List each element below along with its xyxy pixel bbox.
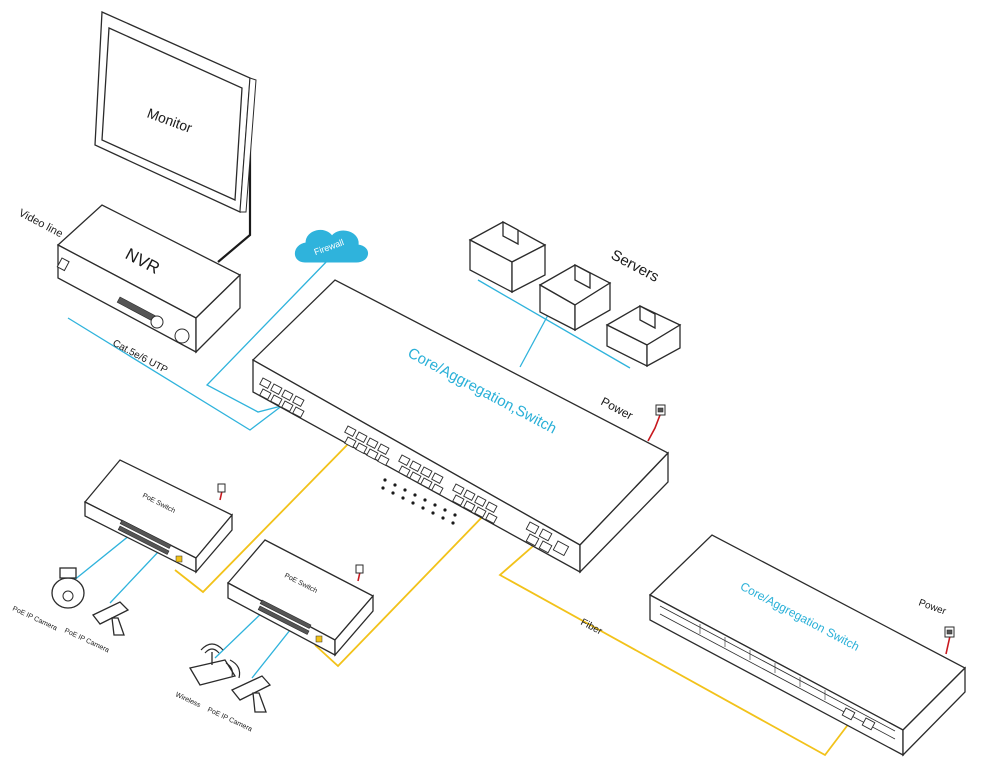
bullet-camera-1 — [91, 601, 130, 636]
video-line-label: Video line — [17, 207, 65, 240]
servers-utp-line — [477, 279, 631, 369]
nvr: NVR — [56, 204, 242, 354]
fiber-label: Fiber — [579, 617, 605, 638]
poe-cam-3-label: PoE IP Camera — [206, 706, 253, 733]
power-outlet-poe1 — [217, 483, 226, 493]
power-line-main — [647, 414, 661, 442]
cable-type-label: Cat.5e/6 UTP — [111, 338, 170, 376]
core-switch-2-ports — [659, 605, 896, 740]
server-2 — [538, 263, 612, 332]
core-switch-vents — [381, 478, 457, 525]
dome-camera — [51, 567, 85, 609]
firewall-utp-line — [205, 257, 331, 413]
wireless-ap — [188, 643, 241, 686]
fiber-line-core2 — [498, 539, 851, 757]
poe1-cam2-line — [109, 549, 161, 604]
poe-cam-2-label: PoE IP Camera — [63, 627, 110, 654]
power-label-core2: Power — [917, 597, 948, 617]
bullet-camera-2 — [230, 675, 272, 713]
fiber-line-poe2 — [314, 511, 488, 668]
nvr-utp-line — [67, 317, 284, 431]
power-outlet-core2 — [944, 626, 955, 638]
power-outlet-poe2 — [355, 564, 364, 574]
poe-switch-2-ports — [257, 599, 323, 643]
server-3 — [605, 304, 682, 368]
core-switch-sfp-ports — [344, 425, 570, 557]
power-outlet-main — [655, 404, 666, 416]
server-1 — [468, 220, 547, 294]
poe-switch-1-ports — [117, 519, 183, 563]
poe1-cam1-line — [67, 534, 131, 586]
core-switch-2: Core/Aggregation Switch — [648, 534, 967, 757]
wireless-label: Wireless — [174, 691, 202, 709]
monitor: Monitor — [94, 11, 257, 213]
firewall-cloud: Firewall — [294, 229, 368, 263]
servers-label: Servers — [608, 247, 662, 286]
monitor-cable — [217, 140, 252, 263]
servers-drop-line — [519, 314, 549, 368]
power-label-main: Power — [599, 394, 636, 422]
core-switch-uplink-ports — [259, 377, 305, 419]
poe-cam-1-label: PoE IP Camera — [11, 605, 58, 632]
power-line-core2 — [945, 635, 951, 655]
core-switch: Core/Aggregation,Switch — [251, 279, 670, 574]
poe-switch-1: PoE Switch — [83, 459, 234, 574]
poe-switch-2: PoE Switch — [226, 539, 375, 657]
fiber-line-poe1 — [174, 439, 353, 594]
